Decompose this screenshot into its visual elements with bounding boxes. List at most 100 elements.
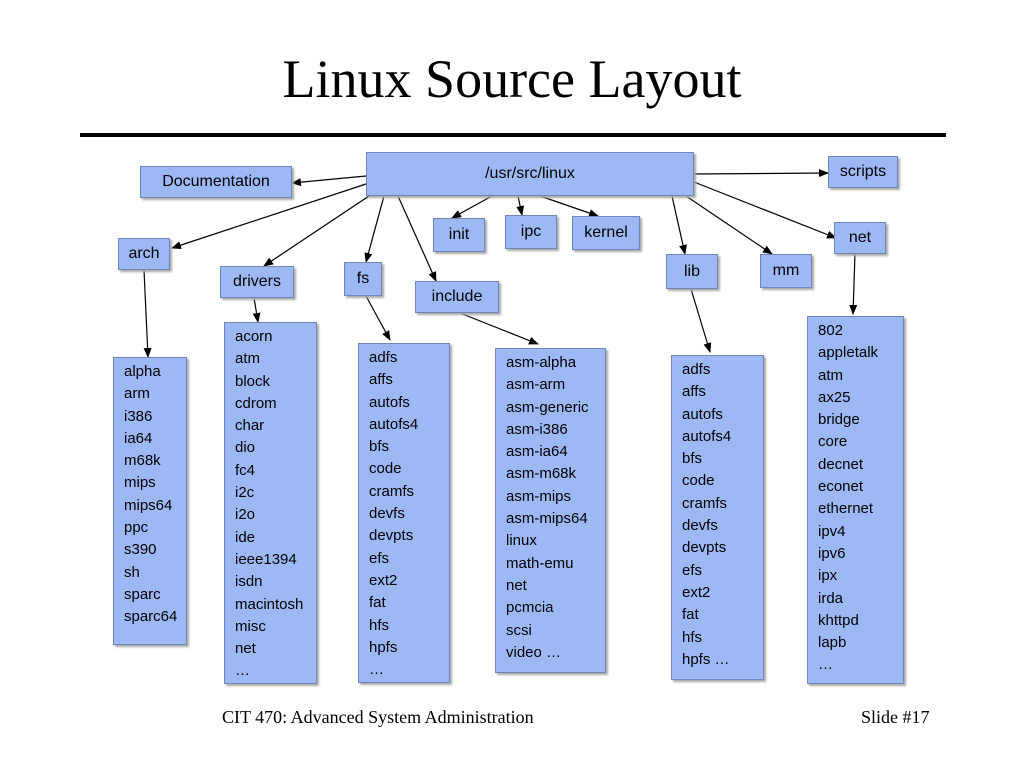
arch-list-item: sparc64 [124,608,178,626]
drivers-list-item: acorn [235,328,273,345]
node-drivers: drivers [220,266,294,298]
node-init: init [433,218,485,252]
lib-list-item: bfs [682,450,703,468]
include-list-item: math-emu [506,554,574,572]
lib-list-item: adfs [682,361,711,378]
include-list-item: asm-mips [506,487,572,505]
arrow-root-include [397,195,437,282]
node-kernel: kernel [572,216,640,250]
node-lib: lib [666,254,718,289]
fs-list-item: efs [369,549,390,567]
fs-list-item: adfs [369,349,398,366]
net-list-item: atm [818,366,844,384]
net-list-item: ax25 [818,388,851,406]
arrow-net-list [849,253,858,315]
fs-list-item: autofs [369,393,410,411]
net-list-item: 802 [818,322,844,339]
fs-list-item: … [369,661,384,679]
lib-list-item: hfs [682,628,703,646]
lib-list-item: hpfs … [682,650,730,668]
net-list-item: appletalk [818,344,879,362]
lib-list-item: autofs [682,405,723,423]
net-list-item: ethernet [818,500,874,518]
lib-list-item: efs [682,561,703,579]
node-scripts: scripts [828,156,898,188]
drivers-list-item: dio [235,439,256,457]
drivers-list-item: ieee1394 [235,550,297,568]
lib-list-item: autofs4 [682,427,732,445]
drivers-list-item: misc [235,617,266,635]
arrow-include-list [459,312,539,345]
net-list-item: ipv4 [818,522,846,540]
arch-list-item: ia64 [124,429,153,447]
fs-list-item: code [369,460,402,478]
arch-list-item: sparc [124,585,161,603]
arrow-root-init [451,195,493,219]
net-list-item: khttpd [818,611,859,629]
drivers-list-item: char [235,417,265,435]
node-root: /usr/src/linux [366,152,694,196]
arrow-root-drivers [263,193,373,267]
title-rule [80,133,946,137]
arch-list-item: ppc [124,519,149,537]
drivers-list-item: i2c [235,484,255,502]
lib-list-item: devpts [682,539,727,557]
fs-list-item: ext2 [369,571,398,589]
arrow-root-scripts [693,169,829,178]
drivers-list-item: fc4 [235,461,256,479]
include-list-item: scsi [506,621,532,639]
arch-list-item: s390 [124,541,157,559]
arrow-root-arch [171,183,367,249]
arch-list-item: mips64 [124,496,173,514]
node-mm: mm [760,254,812,288]
arch-list-item: arm [124,385,150,403]
arrow-root-documentation [291,175,367,187]
arrow-root-ipc [516,195,525,216]
include-list-item: asm-ia64 [506,443,568,461]
drivers-list-item: atm [235,350,261,368]
node-net: net [834,222,886,254]
arrow-arch-list [143,269,152,358]
arrow-root-kernel [539,195,599,217]
drivers-list-item: … [235,662,250,680]
net-list-item: … [818,656,833,674]
net-list-item: bridge [818,411,860,429]
node-arch: arch [118,238,170,270]
lib-list-item: fat [682,606,699,624]
footer-slide-number: Slide #17 [861,707,930,727]
net-list-item: ipx [818,567,838,585]
arrow-root-lib [671,195,687,255]
include-list-item: asm-generic [506,398,589,416]
include-list-item: asm-arm [506,376,566,394]
lib-list-item: ext2 [682,583,711,601]
net-list-item: ipv6 [818,544,846,562]
include-list-item: pcmcia [506,599,554,617]
slide-title: Linux Source Layout [282,49,742,109]
fs-list-item: hfs [369,616,390,634]
net-list-item: irda [818,589,844,607]
arrow-root-net [693,181,837,239]
fs-list-item: hpfs [369,638,398,656]
fs-list-item: autofs4 [369,415,419,433]
arrow-fs-list [365,295,391,341]
drivers-list-item: i2o [235,506,256,524]
node-fs: fs [344,262,382,296]
arch-list-item: i386 [124,407,153,425]
include-list-item: asm-i386 [506,420,568,438]
include-list-item: asm-alpha [506,354,577,371]
fs-list-item: devfs [369,505,405,523]
arch-list-item: mips [124,474,156,492]
lib-list-item: code [682,472,715,490]
fs-list-item: devpts [369,527,414,545]
net-list-item: core [818,433,848,451]
arch-list-item: m68k [124,452,161,470]
node-include: include [415,281,499,313]
arch-list-item: sh [124,563,140,581]
lib-list-item: affs [682,383,706,401]
footer-course: CIT 470: Advanced System Administration [222,707,534,727]
